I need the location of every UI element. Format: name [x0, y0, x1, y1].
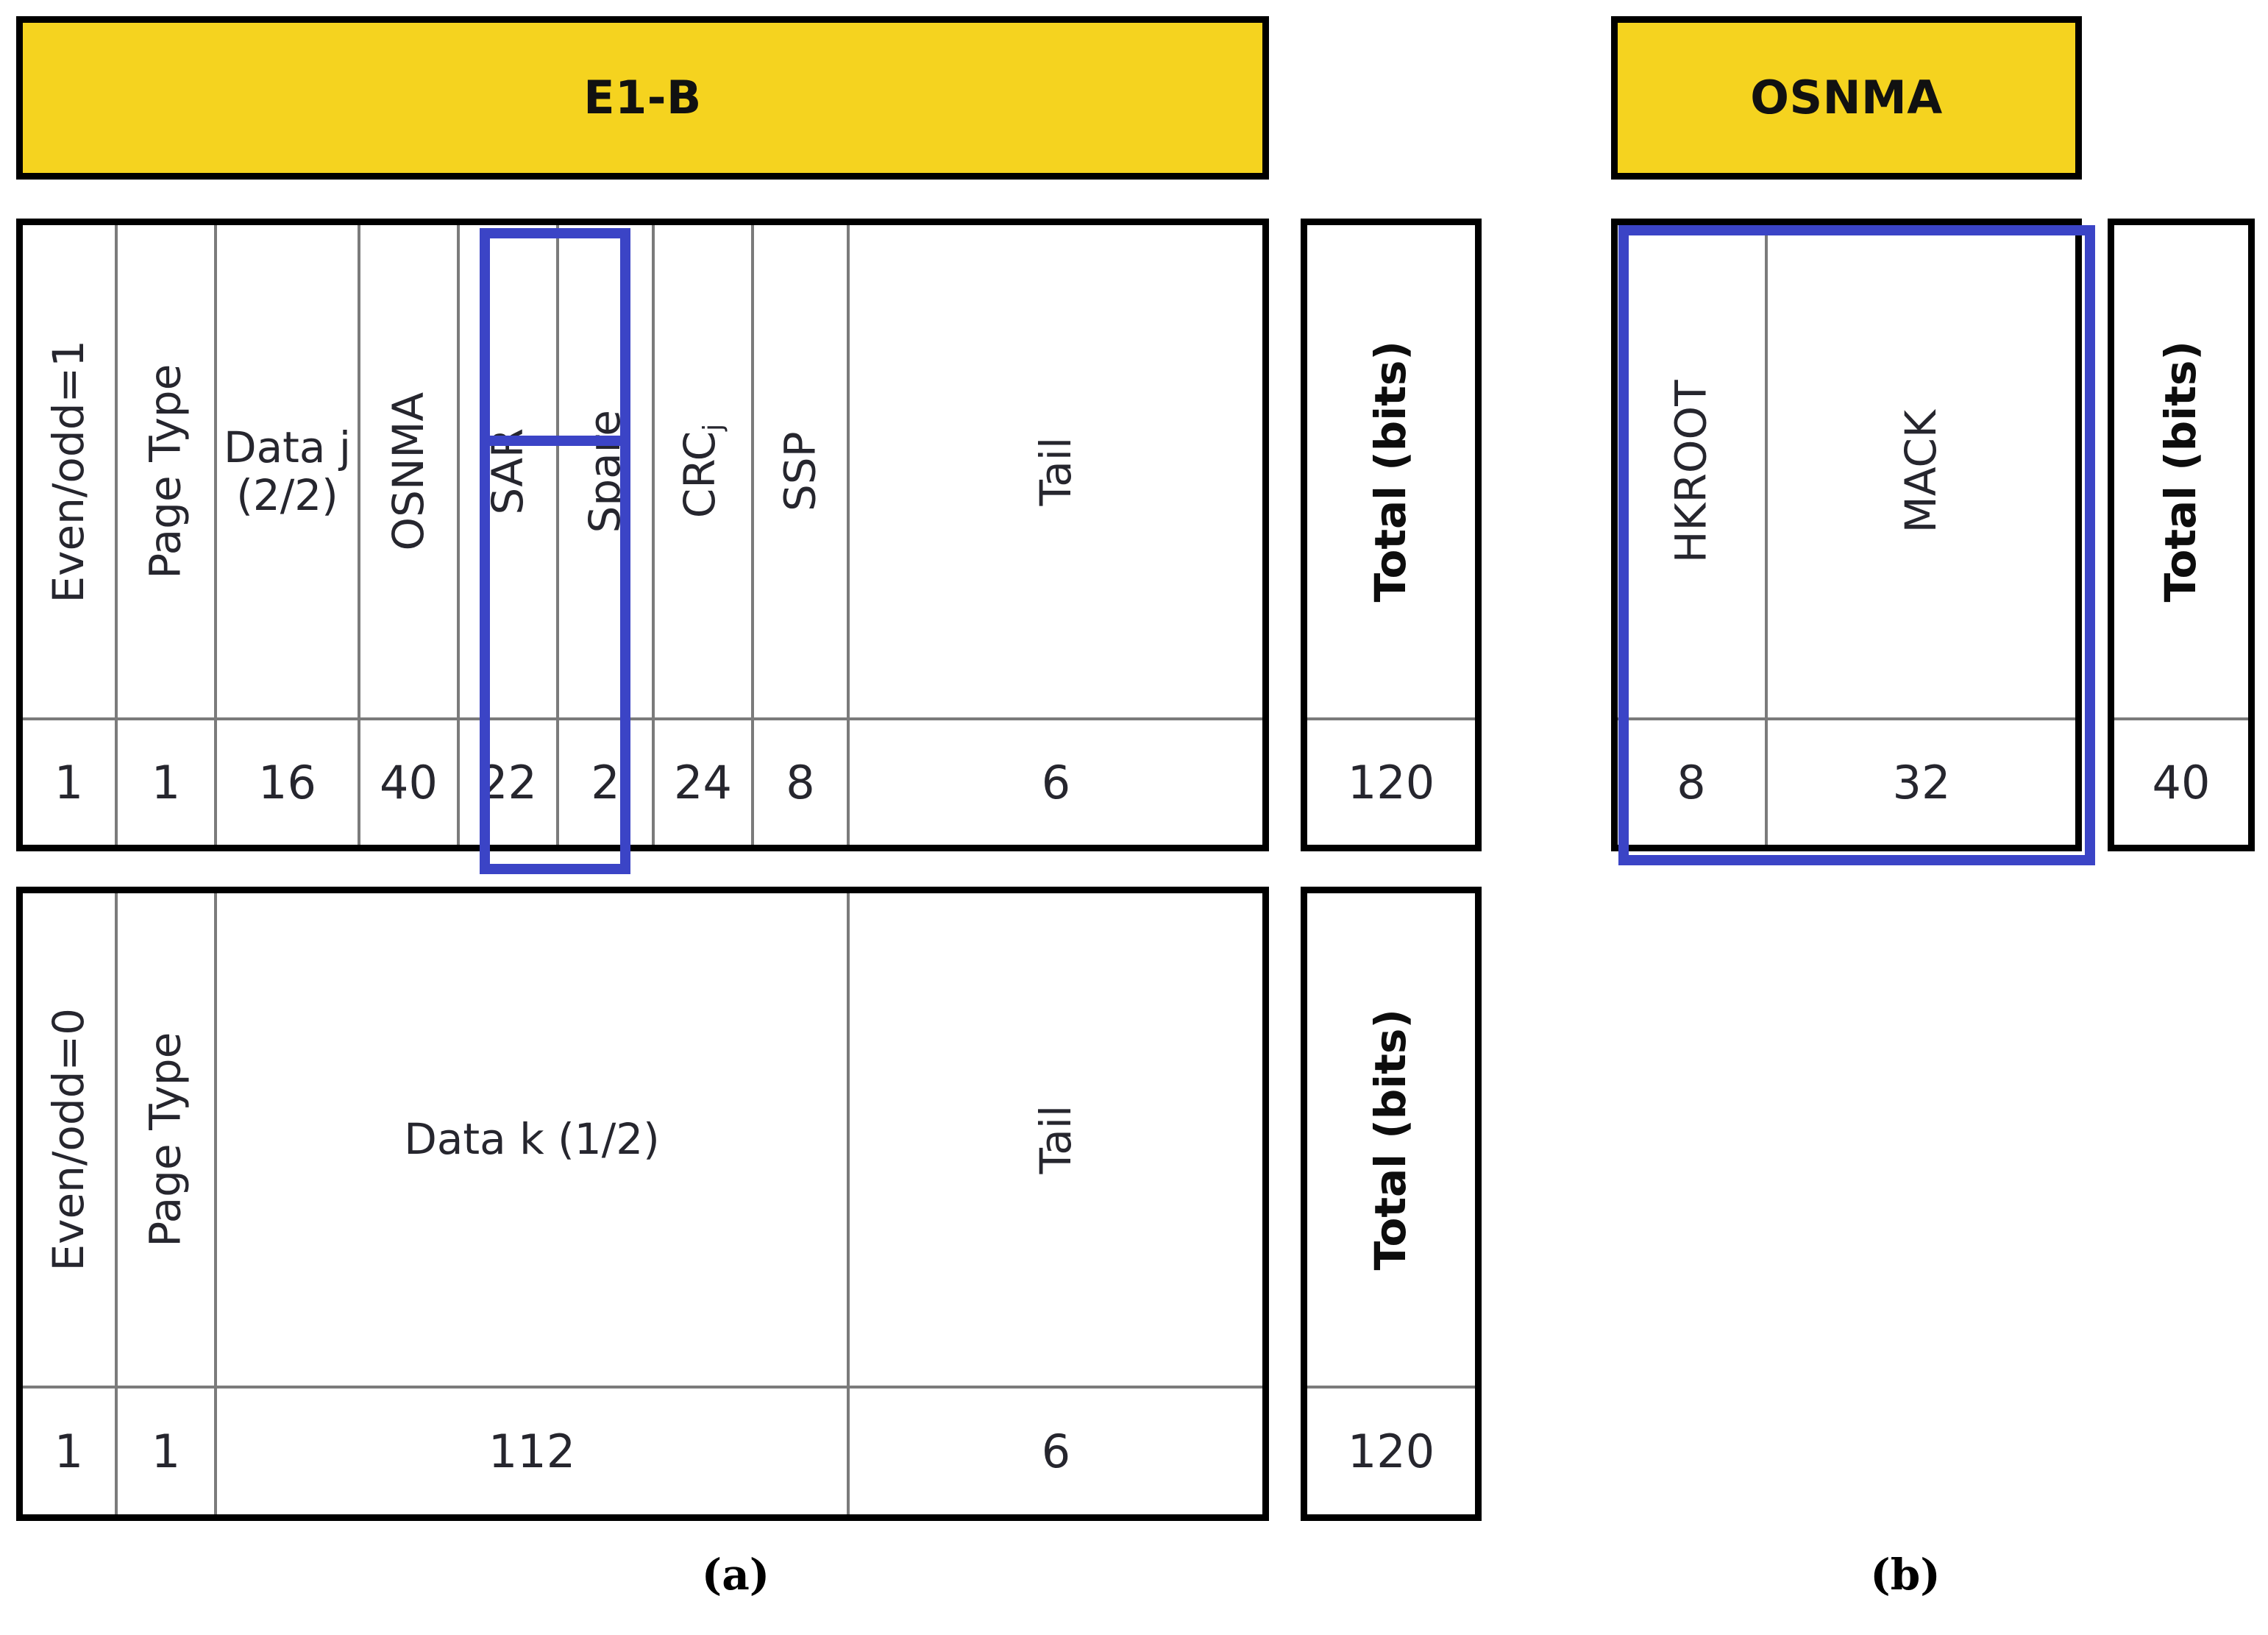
field-name-ssp: SSP — [775, 431, 825, 511]
field-bits-tail-even: 6 — [1041, 1425, 1071, 1478]
field-bits-osnma: 40 — [380, 756, 438, 809]
field-separator — [556, 225, 559, 845]
field-name-crc-j: CRCj — [655, 225, 751, 717]
e1b-banner-label: E1-B — [583, 71, 702, 124]
field-bits-hkroot: 8 — [1677, 756, 1706, 809]
field-bits-crc-j: 24 — [674, 756, 732, 809]
field-bits-data-k: 112 — [488, 1425, 576, 1478]
osnma-total-box: Total (bits) 40 — [2108, 219, 2255, 851]
field-name-page-type: Page Type — [140, 363, 191, 579]
field-name-osnma: OSNMA — [383, 391, 433, 551]
field-bits-page-type-even: 1 — [151, 1425, 181, 1478]
row-separator — [23, 717, 1262, 720]
field-bits-mack: 32 — [1892, 756, 1951, 809]
odd-page-table: Even/odd=1 Page Type Data j(2/2) OSNMA S… — [16, 219, 1269, 851]
field-bits-ssp: 8 — [786, 756, 815, 809]
row-separator — [1618, 717, 2075, 720]
even-page-table: Even/odd=0 Page Type Data k (1/2) Tail 1… — [16, 887, 1269, 1521]
field-separator — [115, 893, 118, 1514]
even-page-total-box: Total (bits) 120 — [1301, 887, 1482, 1521]
row-separator — [1307, 1386, 1475, 1388]
field-separator — [214, 225, 217, 845]
field-bits-sar: 22 — [479, 756, 537, 809]
total-bits-osnma: 40 — [2152, 756, 2211, 809]
field-separator — [115, 225, 118, 845]
field-name-even-odd-1: Even/odd=1 — [43, 339, 93, 603]
row-separator — [1307, 717, 1475, 720]
field-separator — [847, 893, 850, 1514]
field-bits-data-j: 16 — [258, 756, 316, 809]
field-name-spare: Spare — [580, 409, 630, 533]
field-separator — [1765, 225, 1768, 845]
field-bits-spare: 2 — [591, 756, 620, 809]
panel-b-caption: (b) — [1870, 1550, 1941, 1600]
field-bits-page-type: 1 — [151, 756, 181, 809]
odd-page-total-box: Total (bits) 120 — [1301, 219, 1482, 851]
field-separator — [652, 225, 655, 845]
field-name-tail-even: Tail — [1030, 1104, 1081, 1174]
osnma-banner-label: OSNMA — [1750, 71, 1943, 124]
row-separator — [23, 1386, 1262, 1388]
total-label-even: Total (bits) — [1365, 1008, 1416, 1271]
field-separator — [457, 225, 460, 845]
field-name-data-j-text: Data j(2/2) — [223, 422, 352, 520]
field-name-mack: MACK — [1896, 409, 1947, 533]
total-bits-odd: 120 — [1347, 756, 1435, 809]
field-separator — [751, 225, 754, 845]
e1b-banner: E1-B — [16, 16, 1269, 180]
osnma-banner: OSNMA — [1611, 16, 2082, 180]
field-name-data-j: Data j(2/2) — [217, 225, 358, 717]
osnma-table: HKROOT MACK 8 32 — [1611, 219, 2082, 851]
field-name-hkroot: HKROOT — [1666, 380, 1716, 563]
field-name-crc-j-text: CRCj — [675, 424, 729, 519]
field-separator — [847, 225, 850, 845]
field-name-data-k: Data k (1/2) — [404, 1114, 660, 1165]
panel-a-caption: (a) — [701, 1550, 770, 1600]
total-label-osnma: Total (bits) — [2155, 340, 2206, 603]
row-separator — [2114, 717, 2248, 720]
field-bits-even-odd-1: 1 — [54, 756, 84, 809]
field-separator — [358, 225, 360, 845]
field-bits-tail: 6 — [1041, 756, 1071, 809]
total-label-odd: Total (bits) — [1365, 340, 1416, 603]
field-bits-even-odd-0: 1 — [54, 1425, 84, 1478]
total-bits-even: 120 — [1347, 1425, 1435, 1478]
field-name-page-type-even: Page Type — [140, 1032, 191, 1247]
field-name-even-odd-0: Even/odd=0 — [43, 1007, 93, 1272]
field-separator — [214, 893, 217, 1514]
field-name-sar: SAR — [482, 428, 533, 515]
field-name-tail: Tail — [1030, 436, 1081, 506]
